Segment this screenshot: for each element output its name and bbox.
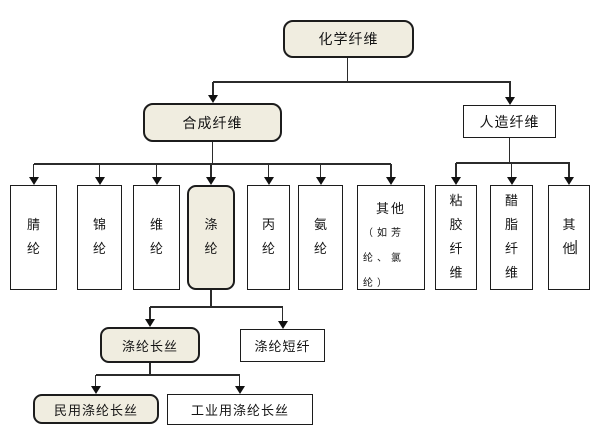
arrowhead-icon (94, 177, 105, 185)
connector-line (210, 290, 212, 307)
connector-line (455, 163, 457, 177)
text-cursor: | (573, 238, 579, 255)
connector-line (211, 142, 214, 165)
arrowhead-icon (564, 177, 574, 185)
arrowhead-icon (451, 177, 461, 185)
node-spandex[interactable]: 氨纶 (298, 185, 343, 290)
connector-line (94, 375, 97, 386)
node-artificial-fiber[interactable]: 人造纤维 (463, 105, 556, 138)
node-other-artificial[interactable]: 其他 | (548, 185, 590, 290)
node-label: 锦纶 (92, 218, 106, 257)
connector-line (95, 374, 240, 376)
arrowhead-icon (505, 97, 515, 105)
node-label: 涤纶短纤 (254, 340, 311, 355)
node-other-synthetic[interactable]: 其他 （如芳纶、氯纶） (357, 185, 425, 290)
node-industrial-polyester-filament[interactable]: 工业用涤纶长丝 (167, 394, 313, 425)
node-label: 氨纶 (313, 218, 327, 257)
connector-line (508, 138, 511, 164)
arrowhead-icon (28, 177, 39, 185)
arrowhead-icon (206, 177, 216, 185)
node-label: 腈纶 (26, 218, 40, 257)
connector-line (149, 363, 151, 376)
connector-line (509, 82, 511, 97)
node-label: 人造纤维 (479, 114, 540, 131)
node-label: 工业用涤纶长丝 (190, 404, 289, 419)
connector-line (155, 164, 158, 177)
node-synthetic-fiber[interactable]: 合成纤维 (143, 103, 282, 142)
connector-line (150, 306, 283, 308)
arrowhead-icon (277, 321, 288, 329)
node-polyester-filament[interactable]: 涤纶长丝 (100, 327, 200, 363)
node-label: 其他 (562, 218, 576, 257)
connector-line (238, 375, 241, 386)
node-polypropylene[interactable]: 丙纶 (247, 185, 290, 290)
node-nylon[interactable]: 锦纶 (77, 185, 122, 290)
connector-line (98, 164, 101, 177)
arrowhead-icon (263, 177, 274, 185)
connector-line (456, 162, 570, 164)
node-label: 丙纶 (261, 218, 275, 257)
connector-line (281, 307, 284, 321)
arrowhead-icon (208, 95, 218, 103)
node-label: 合成纤维 (182, 115, 243, 132)
node-label: 化学纤维 (318, 32, 379, 48)
connector-line (319, 164, 322, 177)
connector-line (32, 164, 35, 177)
arrowhead-icon (151, 177, 162, 185)
node-polyester-staple[interactable]: 涤纶短纤 (240, 329, 325, 362)
connector-line (510, 163, 513, 177)
arrowhead-icon (315, 177, 326, 185)
connector-line (346, 58, 349, 82)
connector-line (213, 81, 511, 83)
node-vinylon[interactable]: 维纶 (133, 185, 180, 290)
node-acetate-fiber[interactable]: 醋脂纤维 (490, 185, 533, 290)
node-note: （如芳纶、氯纶） (363, 228, 405, 289)
node-label: 粘胶纤维 (449, 194, 463, 281)
connector-line (568, 163, 570, 177)
connector-line (390, 164, 392, 177)
node-label: 维纶 (149, 218, 163, 257)
arrowhead-icon (234, 386, 245, 394)
node-label: 民用涤纶长丝 (53, 403, 138, 419)
arrowhead-icon (506, 177, 517, 185)
connector-line (33, 163, 391, 165)
node-polyester[interactable]: 涤纶 (187, 185, 235, 290)
arrowhead-icon (386, 177, 396, 185)
node-viscose-fiber[interactable]: 粘胶纤维 (435, 185, 477, 290)
connector-line (267, 164, 270, 177)
node-label: 涤纶 (204, 218, 218, 257)
connector-line (212, 82, 214, 95)
connector-line (149, 307, 151, 319)
arrowhead-icon (90, 386, 101, 394)
node-label: 其他 (375, 202, 406, 217)
node-label: 醋脂纤维 (504, 194, 518, 281)
node-label: 涤纶长丝 (121, 339, 178, 355)
node-chemical-fiber[interactable]: 化学纤维 (283, 20, 414, 58)
node-civil-polyester-filament[interactable]: 民用涤纶长丝 (33, 394, 159, 424)
node-acrylic[interactable]: 腈纶 (10, 185, 57, 290)
arrowhead-icon (145, 319, 155, 327)
connector-line (210, 164, 212, 177)
